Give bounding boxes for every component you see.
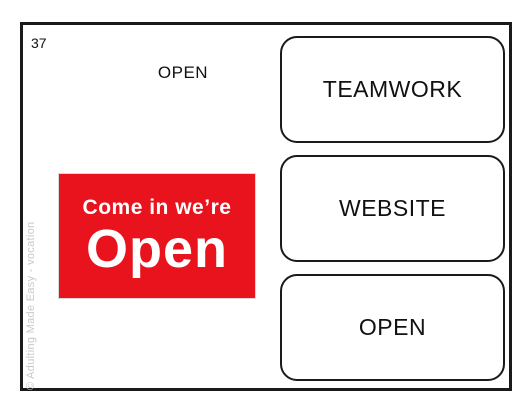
sign-line-1: Come in we’re <box>82 196 232 219</box>
choice-button-open[interactable]: OPEN <box>280 274 505 381</box>
choice-label: WEBSITE <box>338 195 446 221</box>
sign-line-2: Open <box>85 219 228 279</box>
prompt-word: OPEN <box>157 63 209 82</box>
copyright-watermark: © Adulting Made Easy - vocation <box>25 221 37 390</box>
choice-label: OPEN <box>358 314 427 340</box>
task-card: 37 OPEN © Adulting Made Easy - vocation … <box>20 22 512 391</box>
choice-button-teamwork[interactable]: TEAMWORK <box>280 36 505 143</box>
choice-button-website[interactable]: WEBSITE <box>280 155 505 262</box>
open-sign-image: Come in we’re Open <box>58 173 256 299</box>
card-number: 37 <box>31 35 47 51</box>
choice-label: TEAMWORK <box>322 76 463 102</box>
